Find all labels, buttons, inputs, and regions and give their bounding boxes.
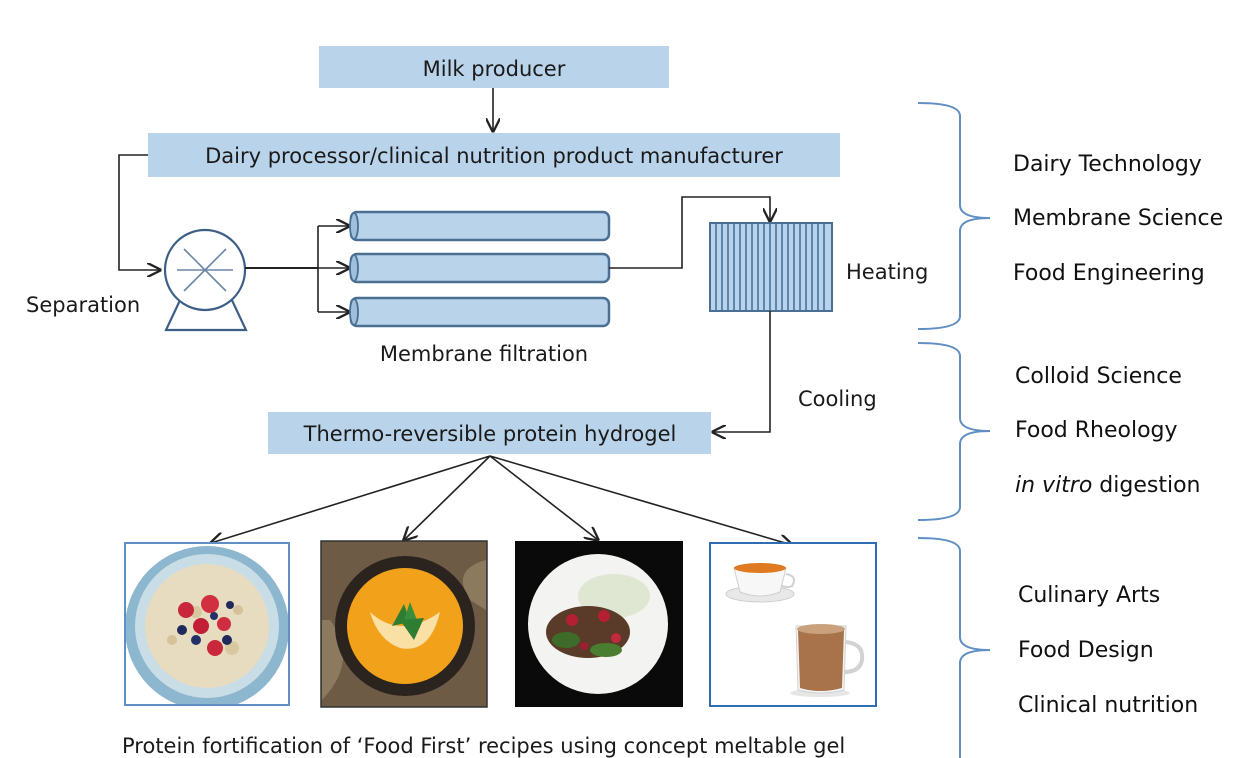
discipline-food-rheology: Food Rheology [1015,418,1178,443]
arrow-membrane-to-heater [609,196,770,269]
membrane-filtration-label: Membrane filtration [380,342,588,366]
membrane-module-2 [349,252,611,284]
digestion-text: digestion [1092,473,1200,498]
arrow-to-soup [404,455,491,540]
membrane-module-3 [349,296,611,328]
discipline-culinary-arts: Culinary Arts [1018,583,1160,608]
stir-fry-plate-image [515,541,683,707]
arrow-to-stir-fry [489,455,598,540]
discipline-dairy-technology: Dairy Technology [1013,152,1202,177]
pumpkin-soup-image [320,540,488,708]
porridge-with-berries-image [124,542,290,706]
cooling-label: Cooling [798,387,877,411]
separator-centrifuge-icon [163,228,248,332]
discipline-in-vitro-digestion: in vitro digestion [1015,473,1201,498]
bracket-group-3 [917,537,991,758]
arrow-to-drinks [489,455,792,545]
dairy-processor-label: Dairy processor/clinical nutrition produ… [205,144,783,168]
heating-label: Heating [846,260,928,284]
in-vitro-italic: in vitro [1015,473,1092,498]
tea-and-coffee-cups-image [709,542,877,707]
caption-text: Protein fortification of ‘Food First’ re… [122,734,845,758]
milk-producer-label: Milk producer [423,57,566,81]
dairy-processor-box [148,133,840,177]
bracket-group-2 [917,342,991,521]
heat-exchanger-icon [709,222,833,312]
bracket-group-1 [917,102,991,330]
membrane-module-1 [349,210,611,242]
discipline-clinical-nutrition: Clinical nutrition [1018,693,1198,718]
arrow-processor-to-separator [118,154,160,270]
arrow-to-porridge [211,455,491,543]
discipline-membrane-science: Membrane Science [1013,206,1223,231]
hydrogel-label: Thermo-reversible protein hydrogel [303,422,677,446]
milk-producer-box [319,46,669,88]
discipline-food-design: Food Design [1018,638,1154,663]
discipline-colloid-science: Colloid Science [1015,364,1182,389]
hydrogel-box [268,412,711,454]
separation-label: Separation [26,293,140,317]
arrow-heater-to-hydrogel [713,311,771,432]
discipline-food-engineering: Food Engineering [1013,261,1205,286]
